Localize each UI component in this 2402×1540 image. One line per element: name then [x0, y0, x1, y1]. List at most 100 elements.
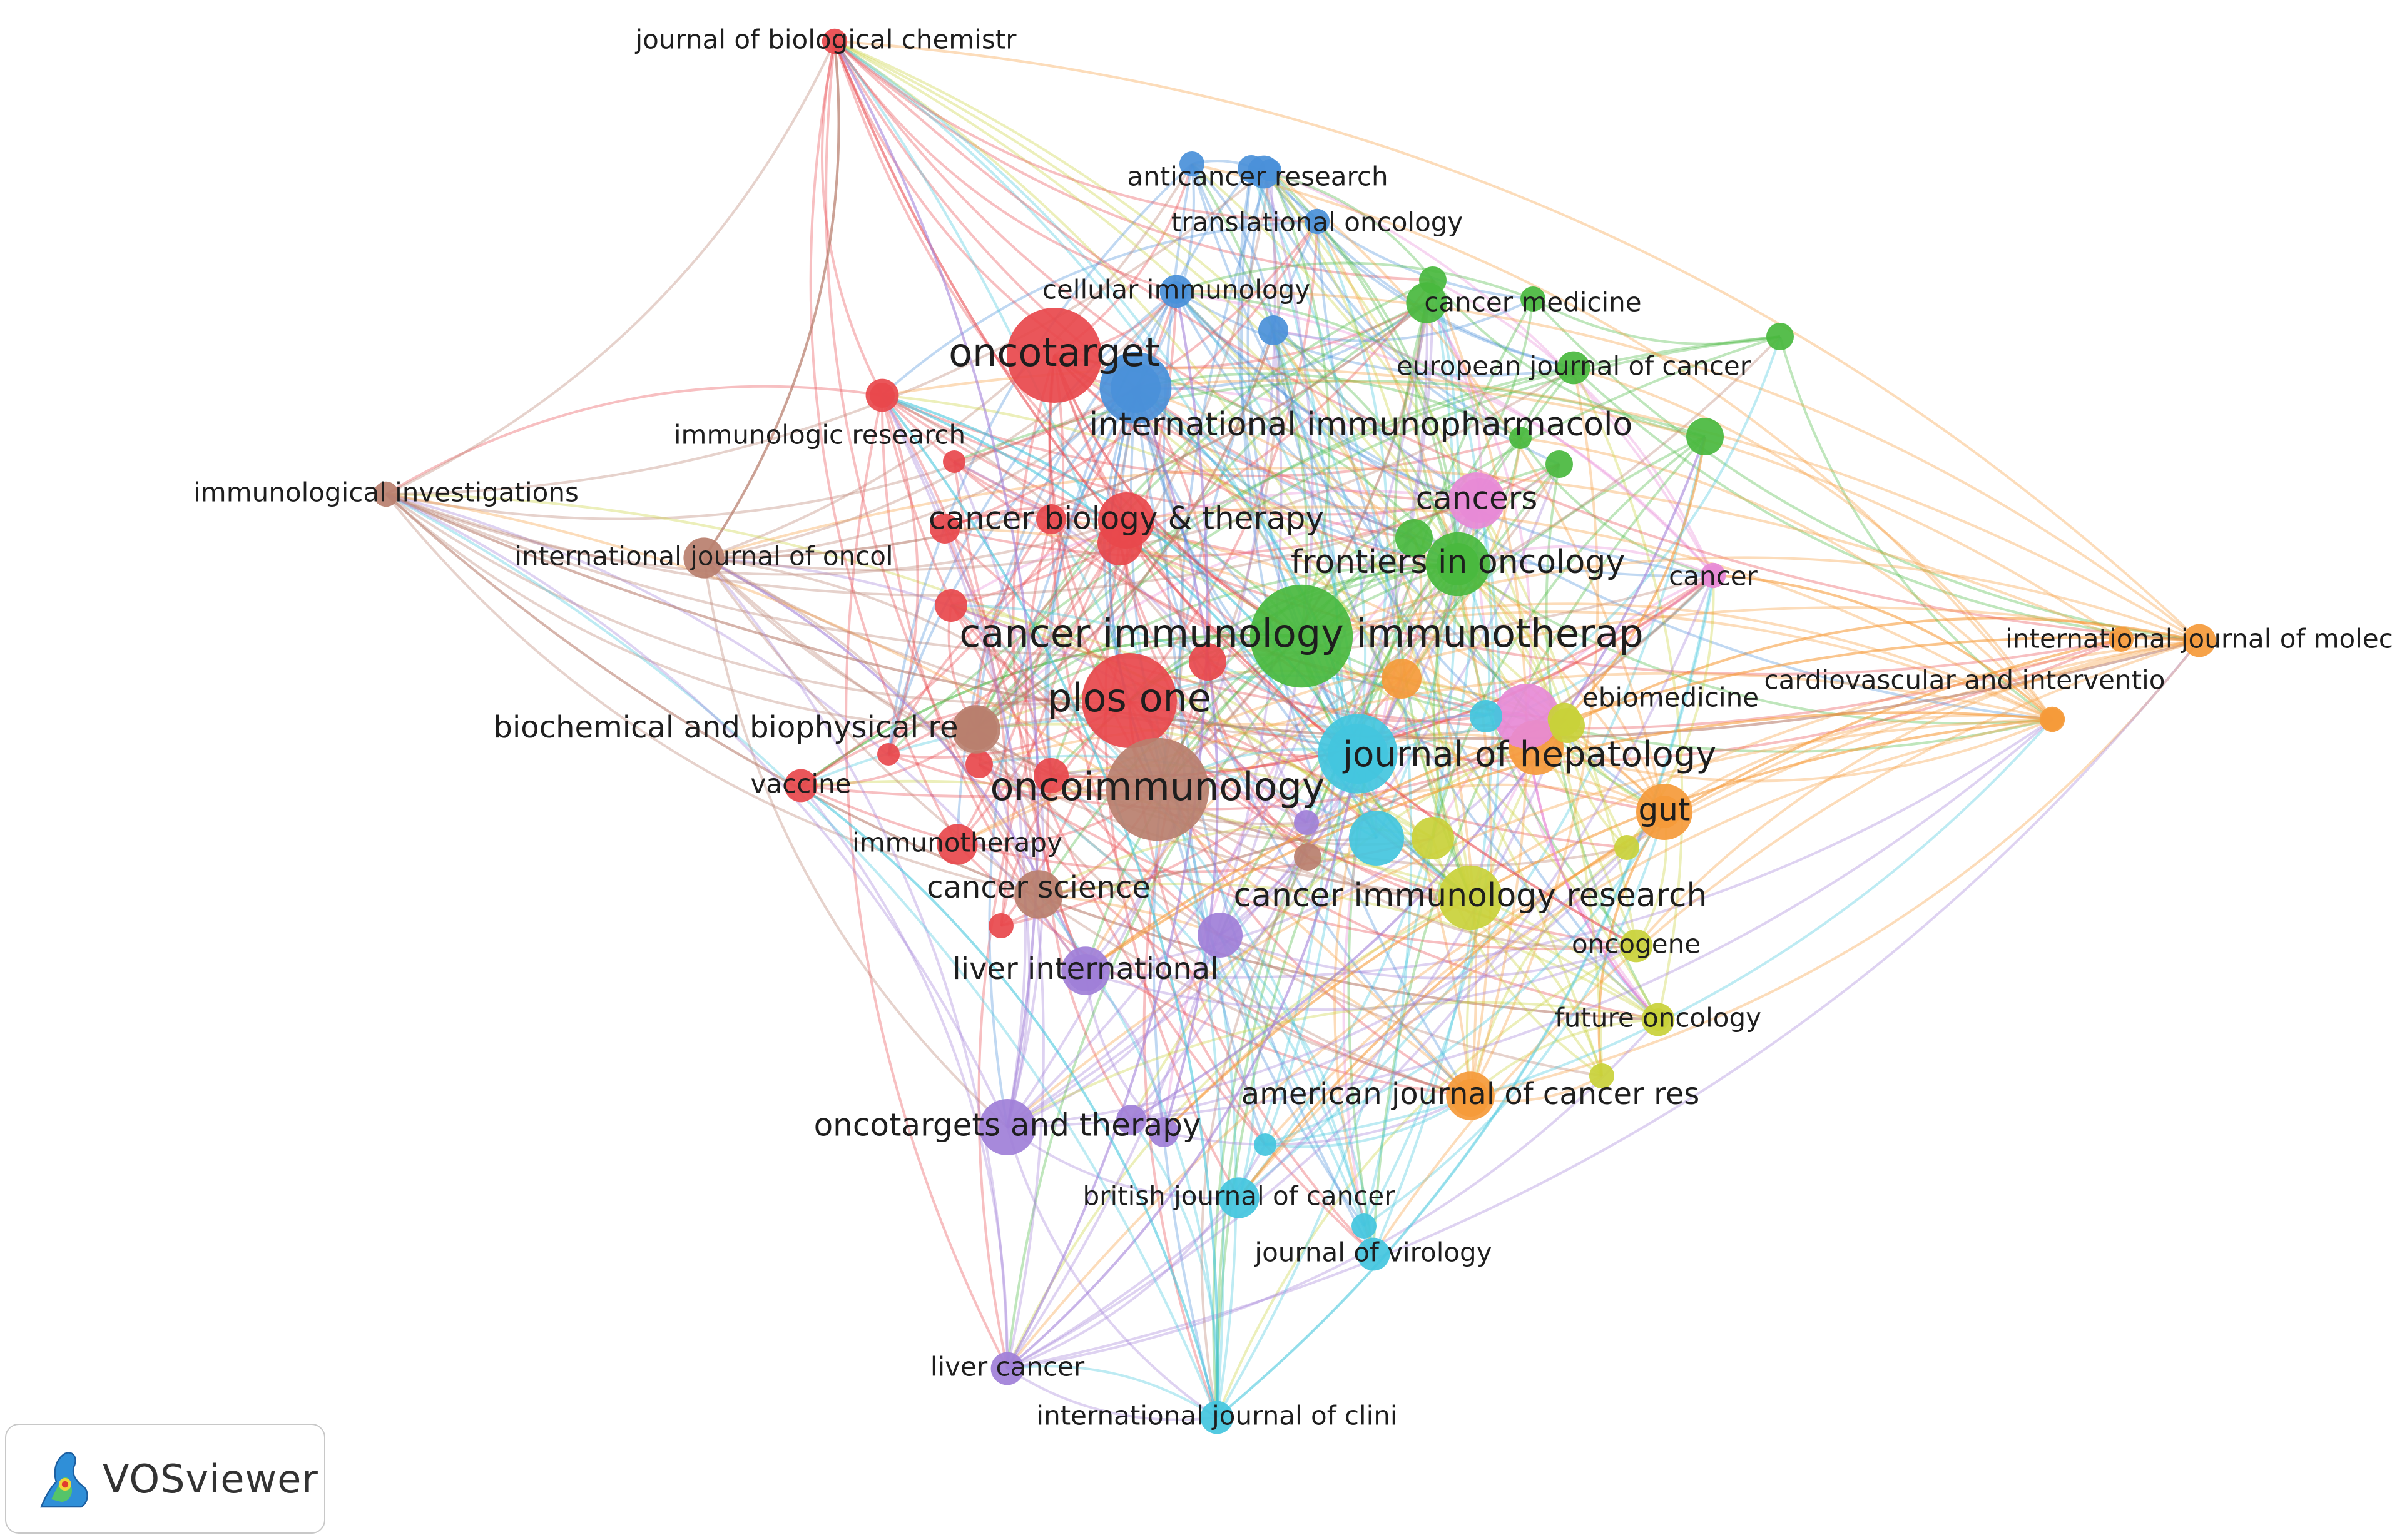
- network-node-cbt[interactable]: [1098, 492, 1154, 549]
- network-node-cardio[interactable]: [2039, 706, 2065, 732]
- network-node-immunolinv[interactable]: [373, 481, 399, 507]
- network-node-minor[interactable]: [989, 913, 1014, 938]
- network-node-oncotargets[interactable]: [979, 1099, 1036, 1155]
- network-node-liverint[interactable]: [1061, 946, 1110, 995]
- node-label-cancers: cancers: [1416, 480, 1538, 517]
- network-node-minor[interactable]: [1254, 1133, 1276, 1156]
- network-link: [975, 542, 1121, 730]
- network-link: [1006, 753, 1359, 1370]
- network-node-minor[interactable]: [1614, 835, 1639, 860]
- network-node-oncoimmunology[interactable]: [1106, 737, 1209, 841]
- network-node-plosone[interactable]: [1082, 653, 1177, 748]
- network-link: [950, 604, 1052, 776]
- network-node-oncotarget[interactable]: [1007, 308, 1102, 403]
- network-node-minor[interactable]: [1509, 427, 1532, 449]
- network-link: [1038, 574, 1714, 896]
- network-node-cii[interactable]: [1249, 584, 1353, 688]
- network-node-minor[interactable]: [1189, 643, 1226, 681]
- network-node-minor[interactable]: [943, 450, 965, 473]
- network-node-immunolres[interactable]: [865, 378, 899, 412]
- network-link: [1469, 1018, 1659, 1097]
- network-node-jbc[interactable]: [822, 28, 848, 54]
- network-node-minor[interactable]: [1589, 1063, 1614, 1088]
- network-node-minor[interactable]: [1520, 286, 1545, 312]
- network-node-cancermedicine[interactable]: [1406, 282, 1447, 323]
- network-node-minor[interactable]: [965, 751, 993, 778]
- network-link: [1084, 636, 2200, 972]
- network-link: [385, 41, 836, 495]
- network-link: [1038, 882, 1659, 1021]
- network-link: [979, 722, 1665, 813]
- network-node-minor[interactable]: [1034, 758, 1069, 793]
- network-node-minor[interactable]: [877, 743, 900, 766]
- network-link: [703, 387, 1137, 559]
- network-node-minor[interactable]: [1294, 843, 1321, 871]
- network-node-jvirology[interactable]: [1356, 1237, 1390, 1271]
- network-node-minor[interactable]: [1198, 913, 1243, 958]
- network-node-minor[interactable]: [935, 589, 967, 622]
- network-node-ebiomed[interactable]: [1547, 702, 1581, 736]
- network-node-minor[interactable]: [1395, 519, 1433, 557]
- network-node-minor[interactable]: [930, 514, 960, 544]
- node-label-intimmuno: international immunopharmacolo: [1089, 406, 1633, 443]
- network-node-minor[interactable]: [1036, 504, 1066, 534]
- network-node-frontoncol[interactable]: [1425, 532, 1490, 597]
- network-node-minor[interactable]: [1116, 1105, 1146, 1135]
- network-node-minor[interactable]: [1351, 1213, 1377, 1239]
- network-link: [1006, 1126, 1239, 1200]
- network-node-oncogene[interactable]: [1619, 929, 1653, 963]
- network-node-futureoncol[interactable]: [1641, 1003, 1675, 1036]
- network-link: [882, 394, 1565, 721]
- network-node-gut[interactable]: [1636, 784, 1692, 840]
- network-node-ijoncol[interactable]: [683, 537, 725, 579]
- network-link: [1006, 1127, 1218, 1419]
- network-link: [1572, 367, 2200, 642]
- network-node-translational[interactable]: [1304, 208, 1330, 235]
- network-node-ajcr[interactable]: [1446, 1071, 1495, 1120]
- network-node-bbrc[interactable]: [952, 705, 1000, 754]
- network-node-cancerscience[interactable]: [1014, 870, 1063, 919]
- node-label-eurjcancer: european journal of cancer: [1397, 351, 1751, 382]
- network-link: [953, 461, 1375, 1255]
- vosviewer-label: VOSviewer: [103, 1456, 318, 1502]
- network-link: [1270, 169, 1714, 576]
- node-label-cellimmunol: cellular immunology: [1042, 275, 1310, 305]
- network-node-livercancer[interactable]: [990, 1352, 1024, 1385]
- network-node-minor[interactable]: [1258, 315, 1288, 345]
- network-node-immunotherapy[interactable]: [937, 824, 978, 865]
- network-node-minor[interactable]: [2109, 627, 2134, 652]
- network-node-cir[interactable]: [1438, 865, 1503, 930]
- network-node-jhep[interactable]: [1318, 714, 1398, 794]
- network-link: [881, 395, 1027, 1128]
- network-node-cancer[interactable]: [1700, 562, 1726, 589]
- node-label-anticancer: anticancer research: [1127, 161, 1388, 192]
- network-node-cancers[interactable]: [1448, 472, 1505, 529]
- network-node-ijclini[interactable]: [1200, 1401, 1234, 1434]
- network-node-minor[interactable]: [1149, 1117, 1179, 1147]
- network-node-minor[interactable]: [1412, 817, 1454, 859]
- network-node-minor[interactable]: [1382, 659, 1422, 699]
- network-node-vaccine[interactable]: [784, 769, 818, 803]
- network-link: [1635, 639, 2200, 947]
- network-node-minor[interactable]: [1494, 684, 1559, 749]
- network-node-bjc[interactable]: [1218, 1177, 1260, 1218]
- network-node-minor[interactable]: [1686, 418, 1724, 455]
- network-node-eurjcancer[interactable]: [1557, 351, 1590, 385]
- network-link: [1134, 387, 1185, 790]
- network-link: [1046, 775, 1132, 1121]
- network-node-intimmuno[interactable]: [1099, 352, 1172, 424]
- network-link: [1084, 971, 1165, 1133]
- network-node-minor[interactable]: [1294, 810, 1319, 835]
- network-link: [1130, 724, 1568, 1120]
- network-node-minor[interactable]: [1545, 450, 1573, 478]
- network-link: [703, 557, 1471, 899]
- network-node-anticancer[interactable]: [1247, 155, 1281, 189]
- network-node-minor[interactable]: [1349, 811, 1404, 866]
- network-node-ijmolec[interactable]: [2182, 624, 2216, 657]
- network-node-minor[interactable]: [1766, 323, 1794, 350]
- network-node-cellimmunol[interactable]: [1159, 275, 1193, 308]
- network-link: [988, 387, 1137, 1128]
- network-node-minor[interactable]: [1179, 151, 1204, 176]
- network-link: [1162, 163, 1375, 1255]
- network-node-minor[interactable]: [1470, 700, 1502, 732]
